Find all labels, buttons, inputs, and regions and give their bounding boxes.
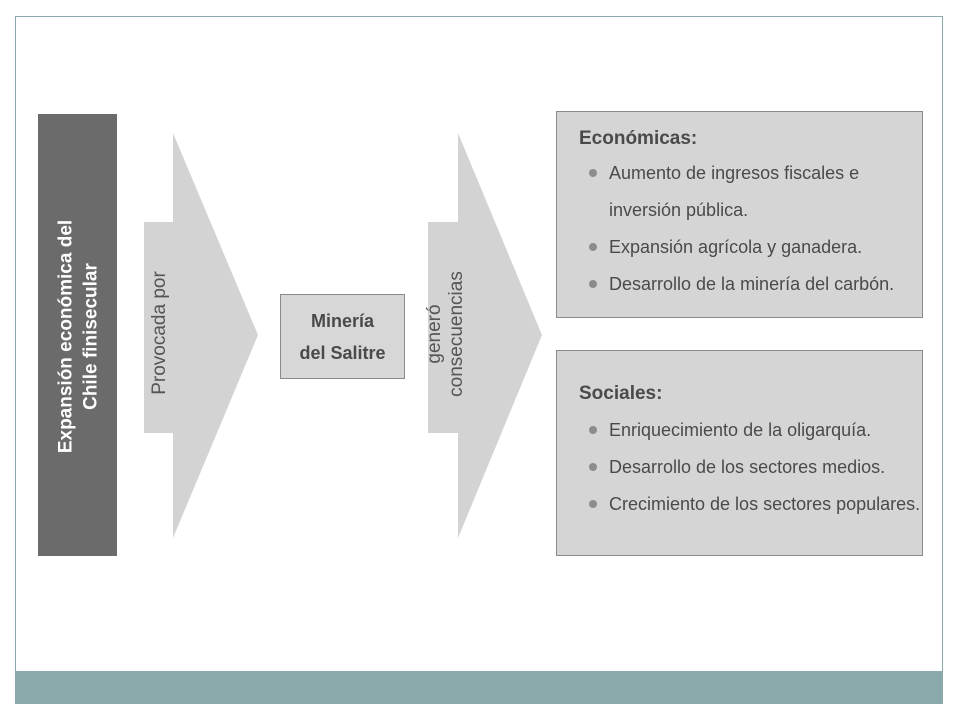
list-item-text: Aumento de ingresos fiscales e — [609, 163, 860, 183]
arrow-generated-line-2: consecuencias — [446, 271, 467, 397]
list-item-text: Desarrollo de la minería del carbón. — [609, 274, 895, 294]
economic-consequences-box: Económicas: Aumento de ingresos fiscales… — [556, 111, 923, 318]
footer-bar — [16, 671, 942, 703]
list-item: Desarrollo de la minería del carbón. — [579, 266, 922, 303]
list-item: Expansión agrícola y ganadera. — [579, 229, 922, 266]
social-consequences-box: Sociales: Enriquecimiento de la oligarqu… — [556, 350, 923, 556]
bullet-icon — [589, 463, 597, 471]
cause-line-2: del Salitre — [299, 342, 386, 363]
arrow-provoked-text: Provocada por — [149, 271, 170, 395]
main-concept-text: Expansión económica del Chile finisecula… — [39, 116, 118, 558]
arrow-provoked-label: Provocada por — [140, 228, 180, 438]
list-item-text: Crecimiento de los sectores populares. — [609, 494, 921, 514]
cause-line-1: Minería — [310, 310, 375, 331]
main-concept-box — [38, 114, 117, 556]
list-item-text: Expansión agrícola y ganadera. — [609, 237, 863, 257]
list-item: Aumento de ingresos fiscales e — [579, 155, 922, 192]
list-item: Desarrollo de los sectores medios. — [579, 449, 922, 486]
arrow-generated-label: generó consecuencias — [417, 234, 475, 434]
arrow-provoked — [144, 133, 258, 538]
social-list: Enriquecimiento de la oligarquía. Desarr… — [579, 412, 922, 523]
bullet-icon — [589, 280, 597, 288]
arrow-generated — [428, 133, 542, 538]
bullet-icon — [589, 500, 597, 508]
list-item: Enriquecimiento de la oligarquía. — [579, 412, 922, 449]
list-item: Crecimiento de los sectores populares. — [579, 486, 922, 523]
list-item-text: inversión pública. — [609, 200, 749, 220]
list-item-text: Enriquecimiento de la oligarquía. — [609, 420, 872, 440]
list-item-continuation: inversión pública. — [579, 192, 922, 229]
cause-box: Minería del Salitre — [280, 294, 405, 379]
economic-list: Aumento de ingresos fiscales e inversión… — [579, 155, 922, 303]
arrow-generated-line-1: generó — [424, 304, 445, 364]
economic-title: Económicas: — [579, 128, 698, 149]
bullet-icon — [589, 426, 597, 434]
main-concept-line-1: Expansión económica del — [55, 219, 76, 454]
bullet-icon — [589, 243, 597, 251]
social-title: Sociales: — [579, 383, 663, 404]
list-item-text: Desarrollo de los sectores medios. — [609, 457, 886, 477]
bullet-icon — [589, 169, 597, 177]
main-concept-line-2: Chile finisecular — [80, 263, 101, 410]
